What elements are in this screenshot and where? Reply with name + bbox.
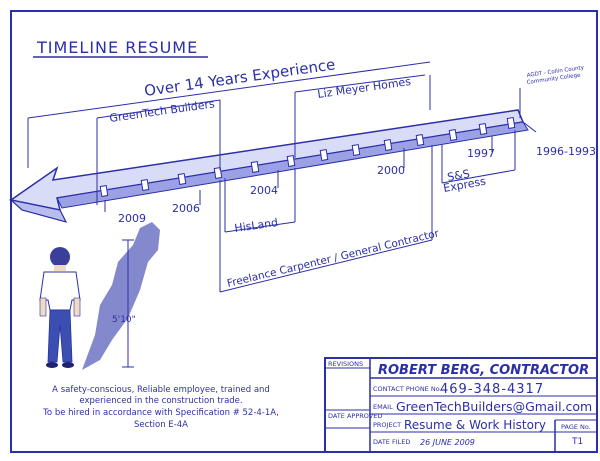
project-name: Resume & Work History: [404, 418, 546, 432]
page-no-label: PAGE No.: [561, 423, 591, 431]
timeline-arrow: [8, 109, 537, 223]
year-2006: 2006: [172, 202, 200, 215]
phone-label: CONTACT PHONE No.: [373, 385, 442, 393]
hisland-label: HisLand: [234, 216, 279, 235]
revisions-label: REVISIONS: [328, 360, 363, 368]
person-shadow: [82, 222, 160, 370]
summary-line1: A safety-conscious, Reliable employee, t…: [52, 385, 270, 395]
summary-line4: Section E-4A: [134, 420, 188, 430]
person-figure: [39, 247, 81, 368]
year-1996-1993: 1996-1993: [536, 145, 596, 158]
year-2000: 2000: [377, 164, 405, 177]
date-filed: 26 JUNE 2009: [420, 438, 475, 447]
greentech-label: GreenTech Builders: [109, 97, 216, 125]
year-1997: 1997: [467, 147, 495, 160]
hisland-span: HisLand: [224, 168, 296, 235]
email-label: EMAIL: [373, 403, 393, 411]
sns-label: S&S: [446, 167, 470, 184]
summary-line2: experienced in the construction trade.: [79, 396, 242, 406]
headline-text: Over 14 Years Experience: [143, 55, 336, 100]
email-address: GreenTechBuilders@Gmail.com: [396, 399, 592, 414]
page-border: [10, 10, 598, 453]
liz-meyer-label: Liz Meyer Homes: [317, 75, 412, 101]
year-2004: 2004: [250, 184, 278, 197]
title-block: REVISIONS DATE APPROVED ROBERT BERG, CON…: [324, 357, 598, 453]
summary-block: A safety-conscious, Reliable employee, t…: [42, 385, 279, 430]
height-dimension: 5'10": [112, 239, 136, 368]
year-2009: 2009: [118, 212, 146, 225]
page-no: T1: [571, 437, 583, 447]
timeline-ticks: [99, 117, 516, 197]
freelance-label: Freelance Carpenter / General Contractor: [226, 227, 441, 290]
date-approved-label: DATE APPROVED: [328, 412, 382, 420]
summary-line3: To be hired in accordance with Specifica…: [42, 408, 279, 418]
page-title: TIMELINE RESUME: [36, 38, 198, 57]
height-label: 5'10": [112, 315, 136, 325]
agdt-span: AGDT - Collin County Community College: [519, 65, 585, 118]
contractor-name: ROBERT BERG, CONTRACTOR: [378, 363, 589, 378]
year-labels: 2009 2006 2004 2000 1997 1996-1993: [104, 136, 596, 225]
phone-number: 469-348-4317: [440, 382, 544, 397]
project-label: PROJECT: [373, 421, 401, 429]
date-filed-label: DATE FILED: [373, 438, 410, 446]
